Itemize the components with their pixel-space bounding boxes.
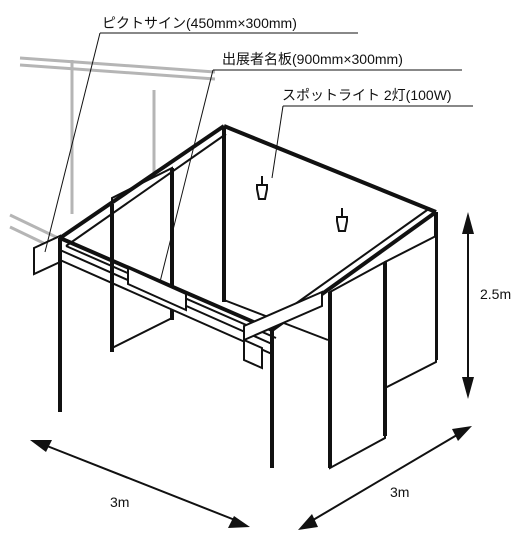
spotlight-2 <box>336 208 348 232</box>
dimension-arrows <box>30 212 474 530</box>
spotlight-1 <box>256 176 268 200</box>
booth-right-panels <box>328 234 437 470</box>
front-fascia <box>59 248 323 370</box>
exhibitor-nameplate-board <box>127 266 187 312</box>
dimension-height-label: 2.5m <box>480 286 511 302</box>
callout-exhibitor-nameplate: 出展者名板(900mm×300mm) <box>222 51 403 67</box>
callout-leaders <box>44 32 473 283</box>
dimension-depth-label: 3m <box>390 484 409 500</box>
callout-pictogram-sign: ピクトサイン(450mm×300mm) <box>102 15 297 31</box>
dimension-width-label: 3m <box>110 494 129 510</box>
adjacent-booth-ghost <box>9 56 216 252</box>
booth-front-posts <box>58 204 274 468</box>
callout-spotlight: スポットライト 2灯(100W) <box>282 87 452 103</box>
